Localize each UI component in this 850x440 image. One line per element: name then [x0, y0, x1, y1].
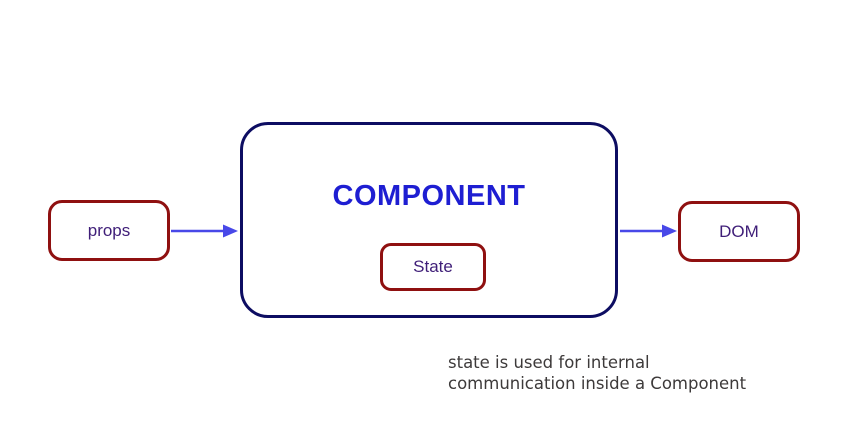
caption-line-1: state is used for internal: [448, 353, 650, 372]
component-node: COMPONENT State: [240, 122, 618, 318]
component-node-title: COMPONENT: [332, 180, 526, 212]
dom-node: DOM: [678, 201, 800, 262]
props-node: props: [48, 200, 170, 261]
arrow-props-to-component: [171, 224, 238, 238]
caption-line-2: communication inside a Component: [448, 374, 747, 393]
diagram-caption: state is used for internal communication…: [448, 352, 746, 394]
dom-node-label: DOM: [719, 221, 759, 241]
arrow-head-icon: [662, 224, 677, 238]
arrow-head-icon: [223, 224, 238, 238]
state-node: State: [380, 243, 486, 291]
props-node-label: props: [87, 220, 131, 240]
arrow-component-to-dom: [620, 224, 677, 238]
state-node-label: State: [413, 257, 453, 276]
